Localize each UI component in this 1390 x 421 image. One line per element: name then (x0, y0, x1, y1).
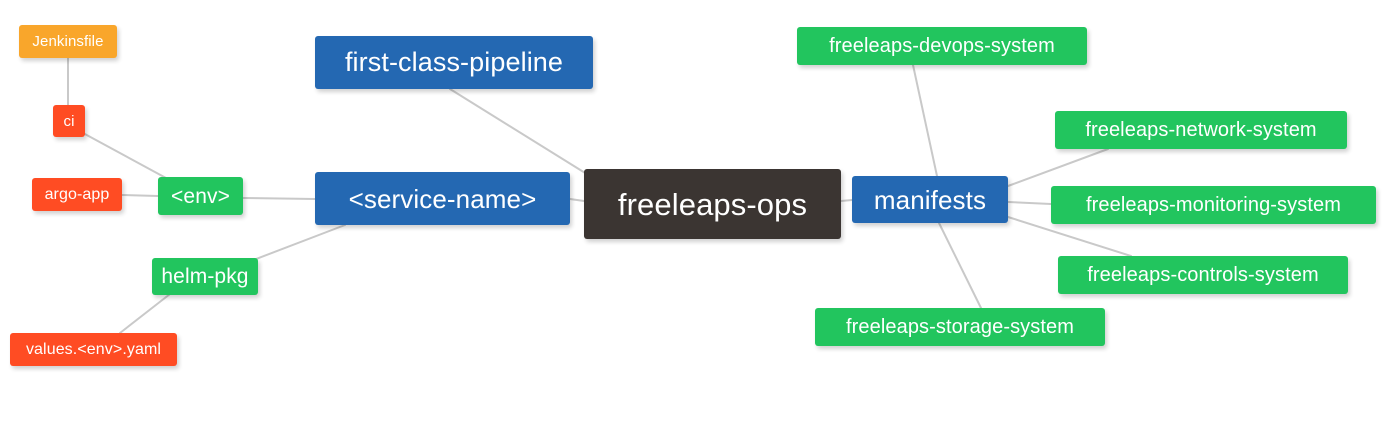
node-freeleaps-storage-system[interactable]: freeleaps-storage-system (815, 308, 1105, 346)
node-helm-pkg[interactable]: helm-pkg (152, 258, 258, 295)
edge-manifests-to-freeleaps-monitoring-system (1007, 201, 1052, 205)
edge-argo-app-to-env (121, 194, 159, 197)
node-freeleaps-network-system[interactable]: freeleaps-network-system (1055, 111, 1347, 149)
edge-service-name-to-helm-pkg (242, 224, 346, 265)
node-freeleaps-ops[interactable]: freeleaps-ops (584, 169, 841, 239)
node-label-freeleaps-monitoring-system: freeleaps-monitoring-system (1085, 194, 1341, 216)
node-freeleaps-devops-system[interactable]: freeleaps-devops-system (797, 27, 1087, 65)
edge-freeleaps-ops-to-manifests (840, 199, 853, 202)
node-freeleaps-controls-system[interactable]: freeleaps-controls-system (1058, 256, 1348, 294)
node-jenkinsfile[interactable]: Jenkinsfile (19, 25, 117, 58)
node-label-ci: ci (63, 112, 75, 130)
node-label-freeleaps-ops: freeleaps-ops (617, 186, 808, 222)
edge-first-class-pipeline-to-freeleaps-ops (449, 88, 591, 177)
node-first-class-pipeline[interactable]: first-class-pipeline (315, 36, 593, 89)
edge-helm-pkg-to-values-env-yaml (119, 293, 171, 334)
node-label-freeleaps-devops-system: freeleaps-devops-system (829, 35, 1055, 57)
node-label-freeleaps-controls-system: freeleaps-controls-system (1087, 264, 1319, 286)
node-argo-app[interactable]: argo-app (32, 178, 122, 211)
node-label-helm-pkg: helm-pkg (161, 265, 249, 288)
node-manifests[interactable]: manifests (852, 176, 1008, 223)
node-env[interactable]: <env> (158, 177, 243, 215)
node-label-jenkinsfile: Jenkinsfile (32, 33, 104, 50)
node-label-env: <env> (171, 184, 230, 208)
node-ci[interactable]: ci (53, 105, 85, 137)
node-label-manifests: manifests (873, 184, 987, 215)
edge-service-name-to-freeleaps-ops (569, 198, 585, 202)
node-label-argo-app: argo-app (44, 185, 110, 203)
edge-manifests-to-freeleaps-network-system (1007, 148, 1109, 187)
node-label-freeleaps-storage-system: freeleaps-storage-system (845, 316, 1075, 338)
node-service-name[interactable]: <service-name> (315, 172, 570, 225)
edge-ci-to-env (82, 132, 167, 179)
node-freeleaps-monitoring-system[interactable]: freeleaps-monitoring-system (1051, 186, 1376, 224)
node-values-env-yaml[interactable]: values.<env>.yaml (10, 333, 177, 366)
edge-manifests-to-freeleaps-storage-system (938, 222, 982, 309)
node-label-freeleaps-network-system: freeleaps-network-system (1085, 119, 1317, 141)
edge-manifests-to-freeleaps-devops-system (912, 64, 938, 177)
edge-env-to-service-name (242, 197, 316, 200)
node-label-first-class-pipeline: first-class-pipeline (344, 47, 564, 77)
node-label-values-env-yaml: values.<env>.yaml (25, 340, 162, 358)
node-label-service-name: <service-name> (348, 183, 537, 214)
